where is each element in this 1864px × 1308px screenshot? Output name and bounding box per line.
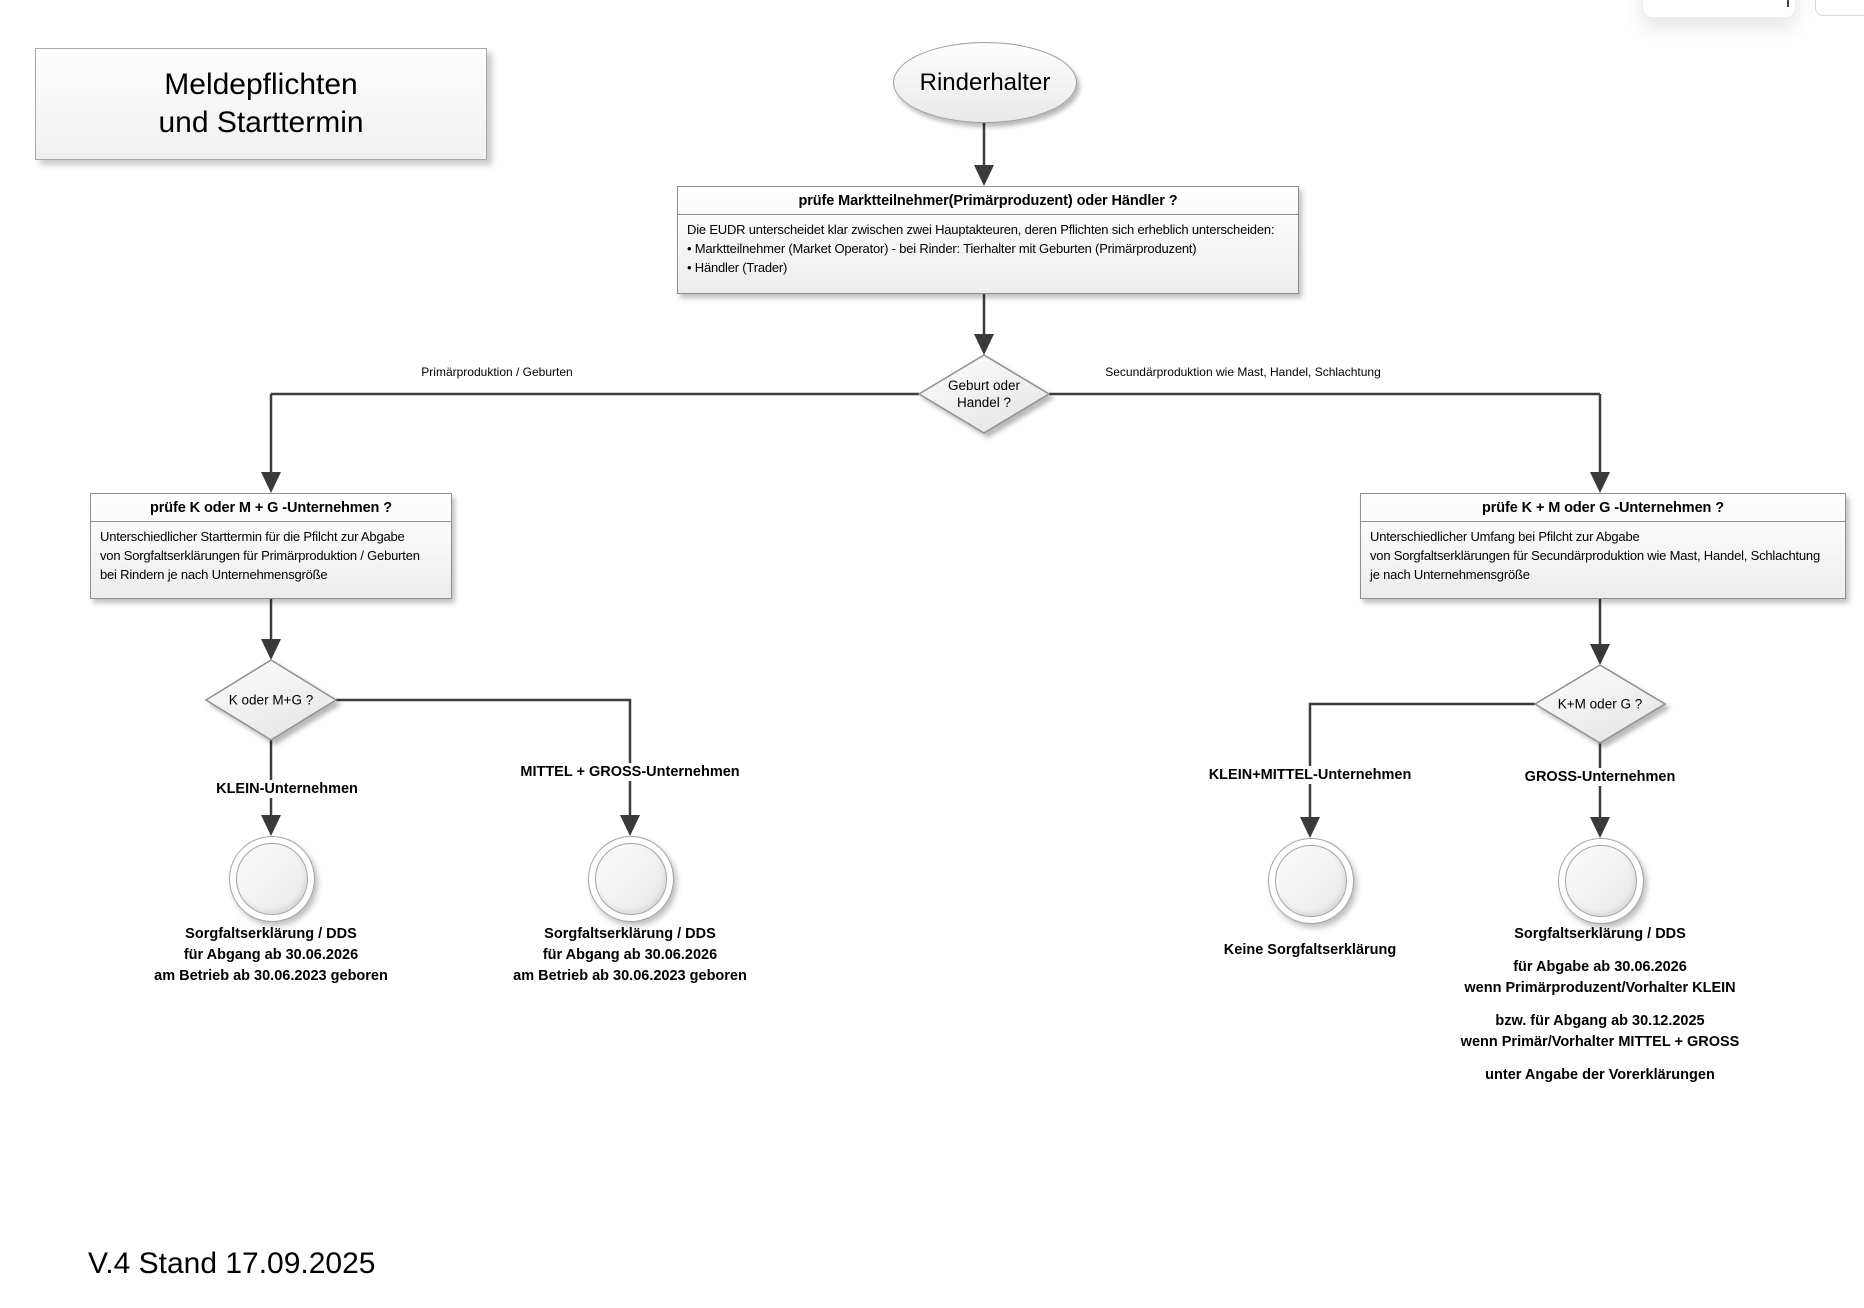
arrowhead — [974, 334, 994, 355]
title-line-2: und Starttermin — [158, 106, 364, 139]
decision-km-g-label: K+M oder G ? — [1557, 696, 1643, 712]
edge-label-secondary: Secundärproduktion wie Mast, Handel, Sch… — [1105, 365, 1381, 379]
decision-line: Geburt oder — [947, 378, 1021, 393]
result-line: bzw. für Abgang ab 30.12.2025 — [1495, 1013, 1705, 1029]
body-line: je nach Unternehmensgröße — [1370, 567, 1530, 582]
floating-button-fragment[interactable] — [1815, 0, 1864, 16]
end-node-circle-1 — [229, 836, 315, 922]
body-line: von Sorgfaltserklärungen für Secundärpro… — [1370, 548, 1820, 563]
result-line: am Betrieb ab 30.06.2023 geboren — [154, 968, 388, 984]
branch-label-gross: GROSS-Unternehmen — [1520, 768, 1680, 786]
result-line: Sorgfaltserklärung / DDS — [1514, 926, 1686, 942]
end-node-circle-2 — [588, 836, 674, 922]
process-check-right-body: Unterschiedlicher Umfang bei Pfilcht zur… — [1361, 522, 1845, 589]
body-line: • Händler (Trader) — [687, 260, 788, 275]
decision-km-g-shape — [1533, 664, 1667, 744]
result-1: Sorgfaltserklärung / DDS für Abgang ab 3… — [154, 924, 388, 987]
result-group: für Abgabe ab 30.06.2026 wenn Primärprod… — [1461, 957, 1740, 999]
start-node-label: Rinderhalter — [919, 68, 1051, 96]
process-check-left-body: Unterschiedlicher Starttermin für die Pf… — [91, 522, 451, 589]
decision-geburt-handel-label: Geburt oder Handel ? — [948, 377, 1020, 411]
result-group: unter Angabe der Vorerklärungen — [1461, 1065, 1740, 1086]
body-line: Die EUDR unterscheidet klar zwischen zwe… — [687, 222, 1275, 237]
end-node-inner — [1275, 845, 1347, 917]
arrowhead — [620, 815, 640, 836]
result-line: Keine Sorgfaltserklärung — [1223, 942, 1397, 958]
arrowhead — [261, 639, 281, 660]
result-line: Sorgfaltserklärung / DDS — [185, 926, 357, 942]
result-4: Sorgfaltserklärung / DDS für Abgabe ab 3… — [1461, 924, 1740, 1086]
edge-label-primary: Primärproduktion / Geburten — [421, 365, 573, 379]
end-node-inner — [595, 843, 667, 915]
result-line: unter Angabe der Vorerklärungen — [1485, 1067, 1715, 1083]
arrowhead — [1590, 817, 1610, 838]
result-line: wenn Primärproduzent/Vorhalter KLEIN — [1464, 980, 1736, 996]
process-check-right-title: prüfe K + M oder G -Unternehmen ? — [1361, 494, 1845, 522]
end-node-inner — [236, 843, 308, 915]
result-2: Sorgfaltserklärung / DDS für Abgang ab 3… — [513, 924, 747, 987]
floating-toolbar-fragment[interactable] — [1642, 0, 1796, 18]
end-node-circle-4 — [1558, 838, 1644, 924]
process-check-right: prüfe K + M oder G -Unternehmen ? Unters… — [1360, 493, 1846, 599]
body-line: von Sorgfaltserklärungen für Primärprodu… — [100, 548, 420, 563]
version-note: V.4 Stand 17.09.2025 — [88, 1247, 376, 1280]
process-check-actor-body: Die EUDR unterscheidet klar zwischen zwe… — [678, 215, 1298, 282]
body-line: bei Rindern je nach Unternehmensgröße — [100, 567, 328, 582]
body-line: Unterschiedlicher Umfang bei Pfilcht zur… — [1370, 529, 1640, 544]
caret-mark — [1787, 0, 1789, 7]
arrowhead — [974, 165, 994, 186]
decision-k-mg-shape — [204, 659, 338, 741]
process-check-left-title: prüfe K oder M + G -Unternehmen ? — [91, 494, 451, 522]
arrowhead — [261, 815, 281, 836]
start-node: Rinderhalter — [893, 42, 1077, 123]
title-box: Meldepflichten und Starttermin — [35, 48, 487, 160]
arrowhead — [1590, 472, 1610, 493]
branch-label-klein-mittel: KLEIN+MITTEL-Unternehmen — [1204, 766, 1416, 784]
end-node-circle-3 — [1268, 838, 1354, 924]
decision-line: Handel ? — [956, 395, 1012, 410]
process-check-left: prüfe K oder M + G -Unternehmen ? Unters… — [90, 493, 452, 599]
result-line: Sorgfaltserklärung / DDS — [544, 926, 716, 942]
arrowhead — [1590, 644, 1610, 665]
body-line: • Marktteilnehmer (Market Operator) - be… — [687, 241, 1197, 256]
branch-label-klein: KLEIN-Unternehmen — [212, 780, 362, 798]
result-line: am Betrieb ab 30.06.2023 geboren — [513, 968, 747, 984]
edge-decision3-to-circle3 — [1308, 702, 1535, 818]
end-node-inner — [1565, 845, 1637, 917]
result-line: für Abgang ab 30.06.2026 — [542, 947, 718, 963]
edge-decision2-to-circle2 — [336, 698, 632, 816]
decision-k-mg-label: K oder M+G ? — [228, 692, 314, 708]
title-line-1: Meldepflichten — [164, 68, 358, 101]
result-3: Keine Sorgfaltserklärung — [1224, 940, 1396, 961]
result-line: für Abgang ab 30.06.2026 — [183, 947, 359, 963]
result-line: wenn Primär/Vorhalter MITTEL + GROSS — [1460, 1034, 1740, 1050]
result-group: bzw. für Abgang ab 30.12.2025 wenn Primä… — [1461, 1011, 1740, 1053]
process-check-actor-title: prüfe Marktteilnehmer(Primärproduzent) o… — [678, 187, 1298, 215]
arrowhead — [261, 472, 281, 493]
decision-geburt-handel-shape — [917, 354, 1051, 434]
body-line: Unterschiedlicher Starttermin für die Pf… — [100, 529, 405, 544]
arrowheads — [261, 165, 1610, 838]
process-check-actor: prüfe Marktteilnehmer(Primärproduzent) o… — [677, 186, 1299, 294]
arrowhead — [1300, 817, 1320, 838]
branch-label-mittel-gross: MITTEL + GROSS-Unternehmen — [516, 763, 744, 781]
result-line: für Abgabe ab 30.06.2026 — [1513, 959, 1687, 975]
decision-shapes — [204, 354, 1667, 744]
